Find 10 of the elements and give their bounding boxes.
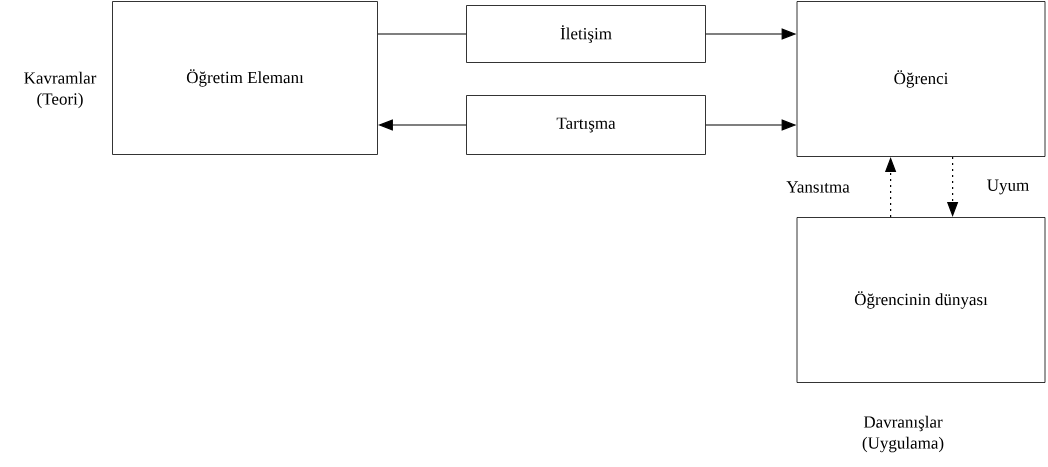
note-label: Kavramlar (Teori)	[24, 71, 97, 109]
process-box: İletişim	[466, 5, 706, 63]
process-box: Tartışma	[466, 95, 706, 155]
note-label: Davranışlar (Uygulama)	[862, 415, 944, 453]
edge-label: Yansıtma	[785, 180, 851, 194]
process-box: Öğrenci	[796, 1, 1046, 157]
process-box: Öğrencinin dünyası	[796, 217, 1046, 383]
process-box: Öğretim Elemanı	[112, 1, 378, 155]
edge-label: Uyum	[985, 178, 1031, 196]
connector-line	[377, 33, 467, 35]
